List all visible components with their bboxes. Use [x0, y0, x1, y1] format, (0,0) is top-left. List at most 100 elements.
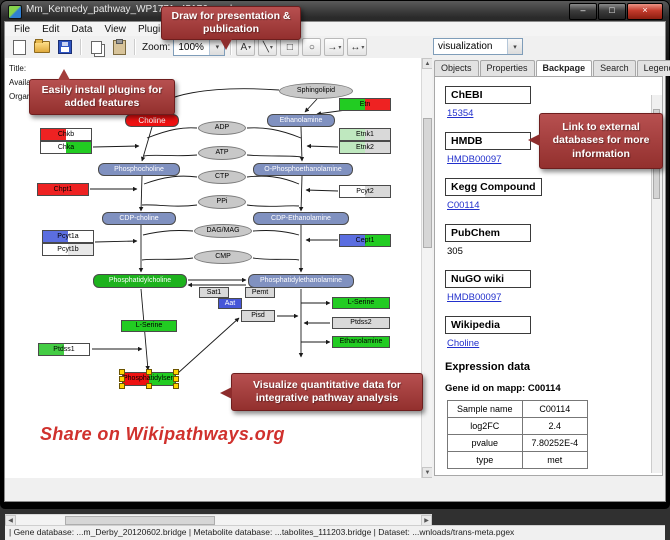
visualization-combobox[interactable]: visualization ▾ — [433, 38, 523, 55]
database-id-link[interactable]: HMDB00097 — [447, 292, 502, 303]
pathway-node-ptdss1[interactable]: Ptdss1 — [38, 343, 90, 356]
pathway-edge[interactable] — [246, 127, 302, 139]
selection-handle[interactable] — [173, 383, 179, 389]
tool-connector-tool[interactable]: ↔▾ — [347, 38, 368, 56]
pathway-node-phosphocholine[interactable]: Phosphocholine — [98, 163, 180, 176]
pathway-node-pisd[interactable]: Pisd — [241, 310, 275, 322]
menu-edit[interactable]: Edit — [42, 23, 60, 35]
pathway-node-chkb[interactable]: Chkb — [40, 128, 92, 141]
pathway-node-chka[interactable]: Chka — [40, 141, 92, 154]
pathway-edge[interactable] — [141, 204, 198, 207]
pathway-edge[interactable] — [299, 126, 305, 162]
selection-handle[interactable] — [173, 376, 179, 382]
pathway-node-cmp[interactable]: CMP — [194, 250, 252, 264]
pathway-edge[interactable] — [252, 230, 300, 236]
pathway-node-ethanolamine[interactable]: Ethanolamine — [267, 114, 335, 127]
open-file-button[interactable] — [32, 38, 52, 57]
pathway-node-etn[interactable]: Etn — [339, 98, 391, 111]
pathway-edge[interactable] — [143, 175, 198, 185]
pathway-node-atp[interactable]: ATP — [198, 146, 246, 160]
pathway-edge[interactable] — [246, 154, 302, 158]
database-id-link[interactable]: HMDB00097 — [447, 154, 502, 165]
selection-handle[interactable] — [173, 369, 179, 375]
pathway-edge[interactable] — [92, 143, 140, 149]
minimize-button[interactable]: – — [569, 3, 597, 20]
pathway-canvas[interactable]: Title: Availa Organi Share on Wikipathwa… — [5, 58, 421, 478]
tab-search[interactable]: Search — [593, 60, 636, 76]
selection-handle[interactable] — [119, 376, 125, 382]
close-button[interactable]: × — [627, 3, 663, 20]
pathway-node-choline[interactable]: Choline — [125, 114, 179, 127]
pathway-edge[interactable] — [246, 175, 300, 185]
canvas-horizontal-scrollbar[interactable]: ◀ ▶ — [5, 514, 432, 526]
selection-handle[interactable] — [119, 383, 125, 389]
vertical-scroll-thumb[interactable] — [423, 118, 432, 248]
save-button[interactable] — [55, 38, 75, 57]
selection-handle[interactable] — [119, 369, 125, 375]
pathway-node-l-serine[interactable]: L-Serine — [121, 320, 177, 332]
database-id-link[interactable]: C00114 — [447, 200, 480, 211]
pathway-node-chpt1[interactable]: Chpt1 — [37, 183, 89, 196]
tool-rectangle-tool[interactable]: □ — [280, 38, 300, 56]
pathway-edge[interactable] — [305, 187, 339, 193]
tool-arrow-tool[interactable]: →▾ — [324, 38, 345, 56]
pathway-edge[interactable] — [298, 175, 304, 212]
pathway-node-phosphatidylcholine[interactable]: Phosphatidylcholine — [93, 274, 187, 288]
maximize-button[interactable]: □ — [598, 3, 626, 20]
pathway-node-pcyt1a[interactable]: Pcyt1a — [42, 230, 94, 243]
pathway-node-o-phosphoethanolamine[interactable]: O-Phosphoethanolamine — [253, 163, 353, 176]
selection-handle[interactable] — [146, 369, 152, 375]
zoom-combobox[interactable]: 100% ▾ — [173, 38, 226, 56]
selection-handle[interactable] — [146, 383, 152, 389]
pathway-node-sphingolipid[interactable]: Sphingolipid — [279, 83, 353, 99]
paste-button[interactable] — [109, 38, 129, 57]
pathway-node-ctp[interactable]: CTP — [198, 170, 246, 184]
database-id-link[interactable]: 15354 — [447, 108, 474, 119]
pathway-node-cdp-ethanolamine[interactable]: CDP-Ethanolamine — [253, 212, 349, 225]
tool-label-tool[interactable]: A▾ — [236, 38, 256, 56]
menu-plugins[interactable]: Plugins — [137, 23, 171, 35]
pathway-node-etnk2[interactable]: Etnk2 — [339, 141, 391, 154]
pathway-node-adp[interactable]: ADP — [198, 121, 246, 135]
tab-backpage[interactable]: Backpage — [535, 60, 593, 76]
pathway-node-etnk1[interactable]: Etnk1 — [339, 128, 391, 141]
pathway-node-cdp-choline[interactable]: CDP-choline — [102, 212, 176, 225]
pathway-edge[interactable] — [252, 257, 300, 261]
pathway-edge[interactable] — [140, 126, 153, 162]
pathway-node-phosphatidylethanolamine[interactable]: Phosphatidylethanolamine — [248, 274, 354, 288]
menu-view[interactable]: View — [104, 23, 126, 35]
visualization-dropdown-icon[interactable]: ▾ — [507, 39, 522, 54]
pathway-edge[interactable] — [142, 230, 194, 236]
pathway-edge[interactable] — [246, 204, 300, 207]
pathway-edge[interactable] — [94, 238, 138, 244]
new-file-button[interactable] — [9, 38, 29, 57]
tab-properties[interactable]: Properties — [479, 60, 535, 76]
pathway-node-aat[interactable]: Aat — [218, 298, 242, 309]
menu-file[interactable]: File — [14, 23, 31, 35]
pathway-edge[interactable] — [304, 98, 318, 113]
horizontal-scroll-thumb[interactable] — [65, 516, 215, 525]
tool-line-tool[interactable]: ╲▾ — [258, 38, 278, 56]
pathway-edge[interactable] — [141, 257, 194, 261]
pathway-edge[interactable] — [177, 317, 240, 374]
pathway-node-sat1[interactable]: Sat1 — [199, 287, 229, 298]
copy-button[interactable] — [86, 38, 106, 57]
pathway-edge[interactable] — [306, 143, 339, 149]
pathway-node-pemt[interactable]: Pemt — [245, 287, 275, 298]
tab-objects[interactable]: Objects — [434, 60, 479, 76]
pathway-edge[interactable] — [146, 127, 198, 139]
pathway-node-dag-mag[interactable]: DAG/MAG — [194, 224, 252, 238]
canvas-vertical-scrollbar[interactable]: ▲ ▼ — [421, 58, 433, 478]
pathway-node-ethanolamine[interactable]: Ethanolamine — [332, 336, 390, 348]
pathway-edge[interactable] — [138, 175, 144, 212]
pathway-edge[interactable] — [143, 154, 198, 157]
pathway-node-cept1[interactable]: Cept1 — [339, 234, 391, 247]
pathway-node-ptdss2[interactable]: Ptdss2 — [332, 317, 390, 329]
menu-data[interactable]: Data — [71, 23, 93, 35]
pathway-node-pcyt2[interactable]: Pcyt2 — [339, 185, 391, 198]
pathway-node-ppi[interactable]: PPi — [198, 195, 246, 209]
pathway-node-pcyt1b[interactable]: Pcyt1b — [42, 243, 94, 256]
database-id-link[interactable]: Choline — [447, 338, 480, 349]
tool-ellipse-tool[interactable]: ○ — [302, 38, 322, 56]
tab-legend[interactable]: Legend — [636, 60, 670, 76]
